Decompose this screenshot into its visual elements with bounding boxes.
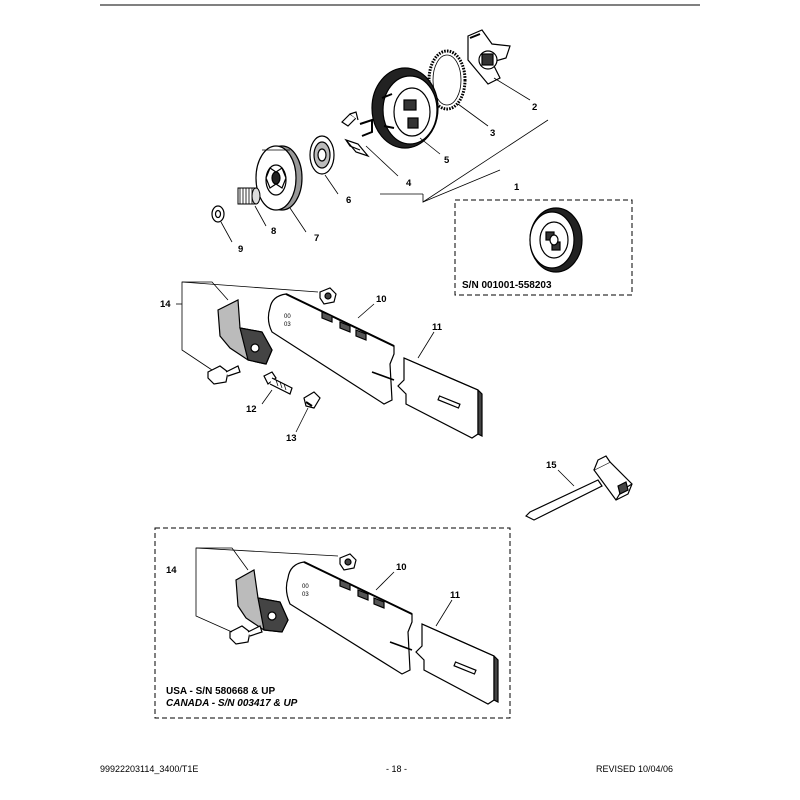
callout-1: 1 [514,182,520,193]
part-14-bar-plate-lower [235,569,289,633]
bar-mark-lower-2: 03 [302,592,309,598]
callout-10-upper: 10 [376,294,387,305]
footer-doc-number: 99922203114_3400/T1E [100,764,199,774]
callout-2: 2 [532,102,537,113]
bar-mark-upper-1: 00 [284,314,291,320]
part-5-clutch-shoes [371,67,439,149]
part-15-scrench-tool [524,455,633,521]
part-3-clutch-spring [427,49,467,111]
part-10-guide-bar-upper [267,293,395,405]
callout-12: 12 [246,404,257,415]
callout-11-lower: 11 [450,590,461,601]
bar-bolt-upper [207,365,241,385]
inset-serial-usa: USA - S/N 580668 & UP [166,686,276,697]
callout-7: 7 [314,233,319,244]
part-12-bar-stud [263,371,293,395]
inset-serial-early: S/N 001001-558203 [462,280,552,291]
callout-9: 9 [238,244,243,255]
part-1-clutch-assembly [529,207,583,273]
callout-15: 15 [546,460,557,471]
part-7-clutch-drum [255,145,303,211]
upper-bar-leader-lines [176,281,435,433]
bar-nut-upper [319,287,337,305]
part-9-washer [211,205,225,223]
inset-box-early-serial [454,199,633,296]
lower-bar-leader-lines [195,547,453,633]
footer-revision: REVISED 10/04/06 [596,764,674,774]
callout-10-lower: 10 [396,562,407,573]
leader-15 [557,469,575,487]
bar-mark-lower-1: 00 [302,584,309,590]
part-8-needle-bearing [237,187,261,205]
callout-11-upper: 11 [432,322,443,333]
callout-3: 3 [490,128,495,139]
inset-box-later-serial [154,527,511,719]
callout-6: 6 [346,195,351,206]
bar-nut-lower [339,553,357,571]
callout-4: 4 [406,178,412,189]
part-10-guide-bar-lower [285,561,413,675]
callout-14-lower: 14 [166,565,177,576]
inset-serial-canada: CANADA - S/N 003417 & UP [166,698,298,709]
callout-8: 8 [271,226,276,237]
clutch-leader-lines [220,77,549,243]
part-14-bar-plate-upper [217,299,273,365]
bar-mark-upper-2: 03 [284,322,291,328]
footer-page-number: - 18 - [386,764,408,774]
bar-bolt-lower [229,625,263,645]
part-2-clutch-hub [467,29,511,85]
part-13-tensioner-pin [303,391,321,409]
part-6-washer [309,135,335,175]
part-4-clips [341,111,373,158]
callout-13: 13 [286,433,297,444]
part-11-bar-cover-upper [397,357,483,439]
callout-5: 5 [444,155,450,166]
part-11-bar-cover-lower [415,623,499,705]
callout-14-upper: 14 [160,299,171,310]
